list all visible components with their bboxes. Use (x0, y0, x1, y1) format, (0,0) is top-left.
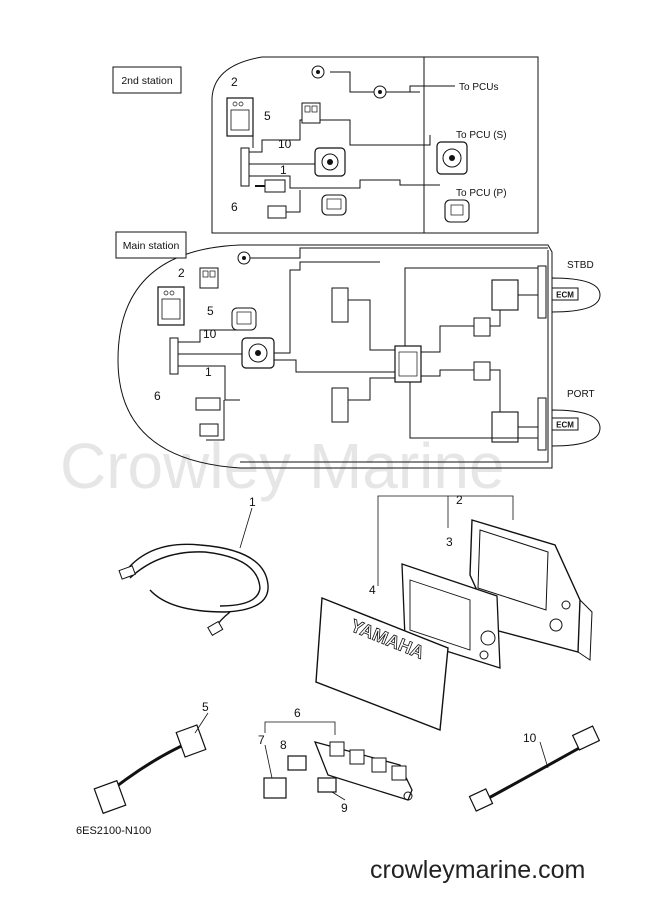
to-pcu-p-label: To PCU (P) (456, 188, 507, 199)
part-5-callout: 5 (202, 700, 209, 714)
callout-1-second: 1 (280, 163, 287, 177)
callout-6-main: 6 (154, 389, 161, 403)
callout-6-second: 6 (231, 200, 238, 214)
second-station-label-box (112, 66, 182, 94)
stbd-engine-outline (551, 277, 601, 313)
second-station-panel: 2nd station (112, 56, 539, 234)
ecm-stbd-label: ECM (556, 291, 574, 300)
hub-icon (240, 147, 250, 187)
part-6-callout: 6 (294, 706, 301, 720)
part-8-callout: 8 (280, 738, 287, 752)
main-station-panel: Main station STBD PORT ECM ECM (115, 231, 601, 469)
extension-cable-part: 5 (93, 700, 209, 815)
ecm-port-box (551, 417, 579, 431)
hub-part: 6 7 8 9 (258, 706, 413, 815)
ecm-port-label: ECM (556, 421, 574, 430)
stbd-label: STBD (567, 260, 594, 271)
callout-2-main: 2 (178, 266, 185, 280)
to-pcu-s-label: To PCU (S) (456, 130, 507, 141)
switch-panel-icon (301, 102, 321, 124)
watermark: Crowley Marine (60, 430, 505, 502)
exploded-parts: 1 2 3 4 YAMAHA (93, 493, 601, 815)
main-station-label-box (115, 231, 187, 259)
main-switch-panel-icon (199, 267, 219, 289)
to-pcus-label: To PCUs (459, 82, 498, 93)
cable-harness-part: 1 (118, 495, 269, 637)
callout-2-second: 2 (231, 75, 238, 89)
part-7-callout: 7 (258, 733, 265, 747)
drawing-code: 6ES2100-N100 (76, 825, 151, 837)
display-assembly-part: 2 3 4 YAMAHA (315, 493, 593, 731)
part-9-callout: 9 (341, 801, 348, 815)
part-4-callout: 4 (369, 583, 376, 597)
callout-5-second: 5 (264, 109, 271, 123)
port-engine-outline (551, 409, 601, 447)
callout-10-second: 10 (278, 137, 292, 151)
part-3-callout: 3 (446, 535, 453, 549)
part-10-callout: 10 (523, 731, 537, 745)
callout-10-main: 10 (203, 327, 217, 341)
port-label: PORT (567, 389, 595, 400)
second-station-label: 2nd station (121, 75, 173, 87)
footer-url[interactable]: crowleymarine.com (370, 856, 585, 884)
callout-5-main: 5 (207, 304, 214, 318)
callout-1-main: 1 (205, 365, 212, 379)
main-hub-icon (169, 337, 179, 375)
ecm-stbd-box (551, 287, 579, 301)
main-station-label: Main station (123, 240, 180, 252)
part-2-callout: 2 (456, 493, 463, 507)
terminator-cable-part: 10 (468, 725, 601, 812)
part-1-callout: 1 (249, 495, 256, 509)
